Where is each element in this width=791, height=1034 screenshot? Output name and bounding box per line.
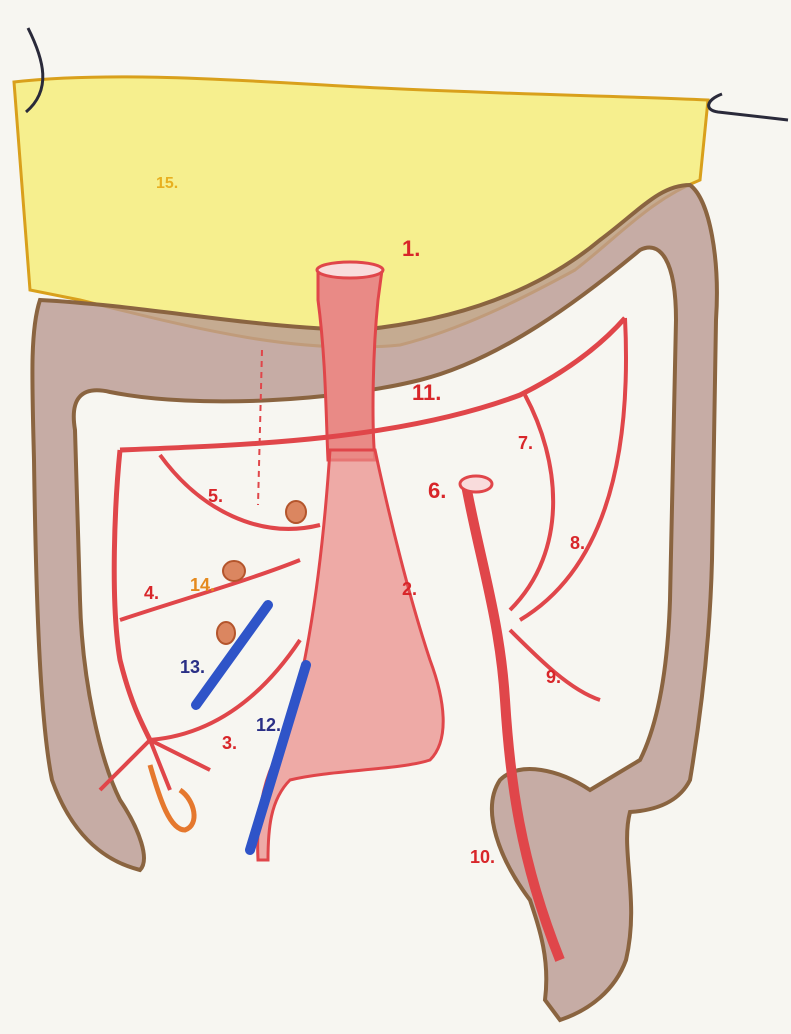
lymph-node xyxy=(223,561,245,581)
label-6: 6. xyxy=(428,480,446,502)
branch-7 xyxy=(510,395,553,610)
label-5: 5. xyxy=(208,487,223,505)
lymph-node xyxy=(217,622,235,644)
lymph-node xyxy=(286,501,306,523)
label-9: 9. xyxy=(546,668,561,686)
label-10: 10. xyxy=(470,848,495,866)
label-8: 8. xyxy=(570,534,585,552)
label-2: 2. xyxy=(402,580,417,598)
label-3: 3. xyxy=(222,734,237,752)
label-12: 12. xyxy=(256,716,281,734)
appendix xyxy=(150,765,194,830)
label-13: 13. xyxy=(180,658,205,676)
label-4: 4. xyxy=(144,584,159,602)
label-11: 11. xyxy=(412,382,441,404)
aorta-opening xyxy=(317,262,383,278)
label-1: 1. xyxy=(402,238,420,260)
label-15: 15. xyxy=(156,176,178,192)
label-14: 14. xyxy=(190,576,215,594)
ima-opening xyxy=(460,476,492,492)
branch-9 xyxy=(510,630,600,700)
label-7: 7. xyxy=(518,434,533,452)
omentum-hook-right xyxy=(709,94,788,120)
